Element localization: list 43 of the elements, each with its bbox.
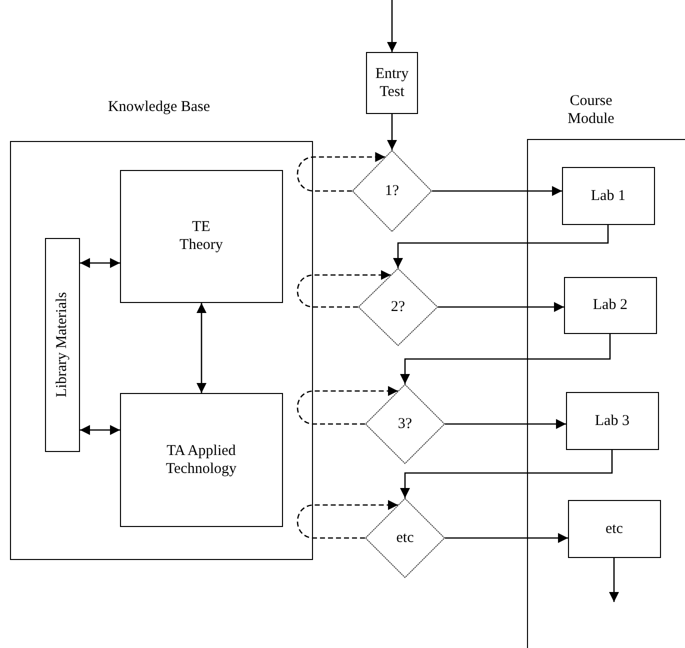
box-label: etc xyxy=(605,520,623,538)
arrow xyxy=(400,334,611,384)
loop-arrow xyxy=(296,386,398,425)
process-box xyxy=(568,500,661,558)
decision-diamond xyxy=(365,384,445,464)
group-heading: Course Module xyxy=(566,92,616,128)
process-box xyxy=(562,166,655,225)
arrow xyxy=(387,114,397,150)
decision-label: 2? xyxy=(390,298,406,316)
loop-arrow xyxy=(296,500,398,539)
decision-diamond xyxy=(352,150,432,232)
process-box xyxy=(566,392,659,450)
loop-arrow xyxy=(296,152,386,192)
box-label: Entry Test xyxy=(375,65,409,101)
process-box xyxy=(44,238,80,452)
box-label: Library Materials xyxy=(53,292,72,398)
arrow xyxy=(387,0,397,52)
arrow xyxy=(400,450,613,498)
arrow xyxy=(80,425,120,435)
decision-label: 1? xyxy=(384,182,400,200)
box-label: TE Theory xyxy=(180,218,223,254)
group-heading: Knowledge Base xyxy=(106,98,212,116)
arrow xyxy=(438,302,564,312)
arrow xyxy=(393,225,609,268)
decision-diamond xyxy=(365,498,445,578)
arrow xyxy=(80,258,120,268)
box-label: Lab 2 xyxy=(592,296,628,314)
arrow xyxy=(196,303,206,393)
arrow xyxy=(445,419,566,429)
loop-arrow xyxy=(296,270,391,308)
box-label: TA Applied Technology xyxy=(166,442,236,478)
box-label: Lab 1 xyxy=(590,186,626,205)
process-box xyxy=(366,52,418,114)
decision-diamond xyxy=(358,268,438,346)
process-box xyxy=(120,170,283,303)
arrow xyxy=(445,533,568,543)
decision-label: 3? xyxy=(398,415,412,433)
box-label: Lab 3 xyxy=(594,412,630,430)
arrow xyxy=(432,186,562,196)
process-box xyxy=(120,392,283,527)
decision-label: etc xyxy=(396,529,414,547)
process-box xyxy=(564,276,657,334)
arrow xyxy=(609,558,619,602)
